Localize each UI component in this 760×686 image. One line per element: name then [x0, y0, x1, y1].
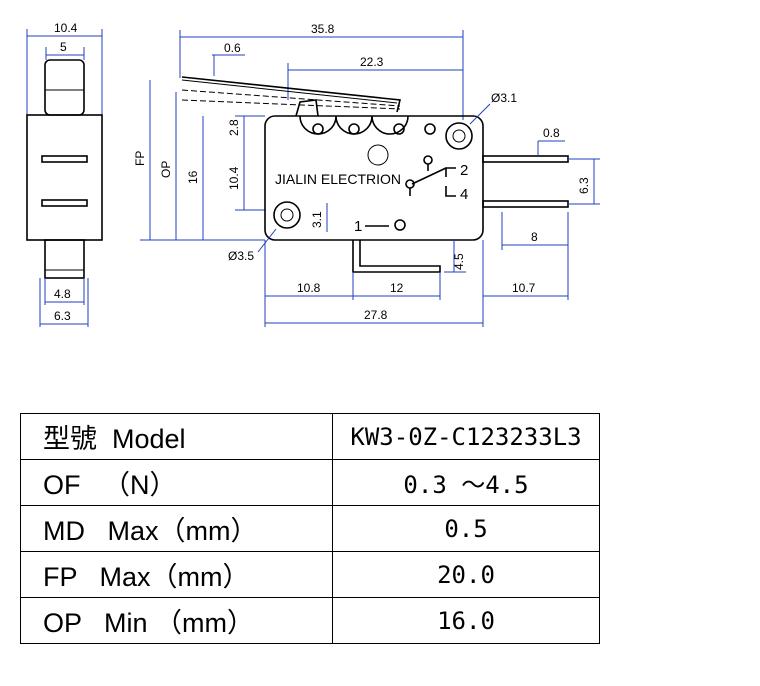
dim-lever-thickness: 0.6 [224, 41, 241, 55]
table-row: MD Max（mm） 0.5 [20, 505, 600, 552]
dim-terminal-pitch: 6.3 [577, 177, 591, 194]
switch-dimension-drawing: 10.4 5 4.8 6.3 35.8 0.6 [26, 21, 600, 327]
spec-value: 16.0 [332, 597, 600, 644]
dim-side-bottom-inner: 4.8 [54, 287, 71, 301]
dim-side-bottom-outer: 6.3 [54, 309, 71, 323]
spec-label: MD Max（mm） [20, 505, 333, 552]
table-row: FP Max（mm） 20.0 [20, 551, 600, 598]
dim-10-8: 10.8 [297, 281, 321, 295]
front-view: 35.8 0.6 22.3 FP OP 16 10.4 2.8 [133, 22, 600, 327]
dim-op-label: OP [159, 161, 173, 178]
terminal-4-label: 4 [460, 186, 468, 203]
spec-label: 型號 Model [20, 413, 333, 460]
side-view: 10.4 5 4.8 6.3 [26, 21, 103, 327]
dim-10-4: 10.4 [227, 166, 241, 190]
dim-4-5: 4.5 [452, 253, 466, 270]
table-row: OF （N） 0.3 ～4.5 [20, 459, 600, 506]
dim-side-top-inner: 5 [60, 40, 67, 54]
spec-label: OP Min （mm） [20, 597, 333, 644]
dim-overall-lever: 35.8 [311, 22, 335, 36]
dim-hole-right: Ø3.1 [491, 91, 517, 105]
dim-12: 12 [390, 281, 404, 295]
dim-terminal-thickness: 0.8 [543, 126, 560, 140]
dim-terminal-length: 8 [531, 230, 538, 244]
dim-hole-left: Ø3.5 [228, 249, 254, 263]
terminal-1-label: 1 [354, 218, 362, 235]
spec-label: OF （N） [20, 459, 333, 506]
terminal-2-label: 2 [460, 162, 468, 179]
spec-label: FP Max（mm） [20, 551, 333, 598]
dim-10-7: 10.7 [512, 281, 536, 295]
dim-16: 16 [186, 170, 200, 184]
spec-table: 型號 Model KW3-0Z-C123233L3 OF （N） 0.3 ～4.… [20, 413, 600, 644]
table-row: 型號 Model KW3-0Z-C123233L3 [20, 413, 600, 460]
dim-side-top-width: 10.4 [54, 21, 78, 35]
dim-lever-pivot: 22.3 [360, 55, 384, 69]
spec-value: 0.5 [332, 505, 600, 552]
dim-fp-label: FP [133, 151, 147, 166]
spec-value: 20.0 [332, 551, 600, 598]
table-row: OP Min （mm） 16.0 [20, 597, 600, 644]
dim-3-1: 3.1 [310, 211, 324, 228]
dim-body-length: 27.8 [364, 308, 388, 322]
dim-2-8: 2.8 [227, 119, 241, 136]
spec-value: KW3-0Z-C123233L3 [332, 413, 600, 460]
spec-value: 0.3 ～4.5 [332, 459, 600, 506]
brand-label: JIALIN ELECTRION [275, 171, 401, 187]
